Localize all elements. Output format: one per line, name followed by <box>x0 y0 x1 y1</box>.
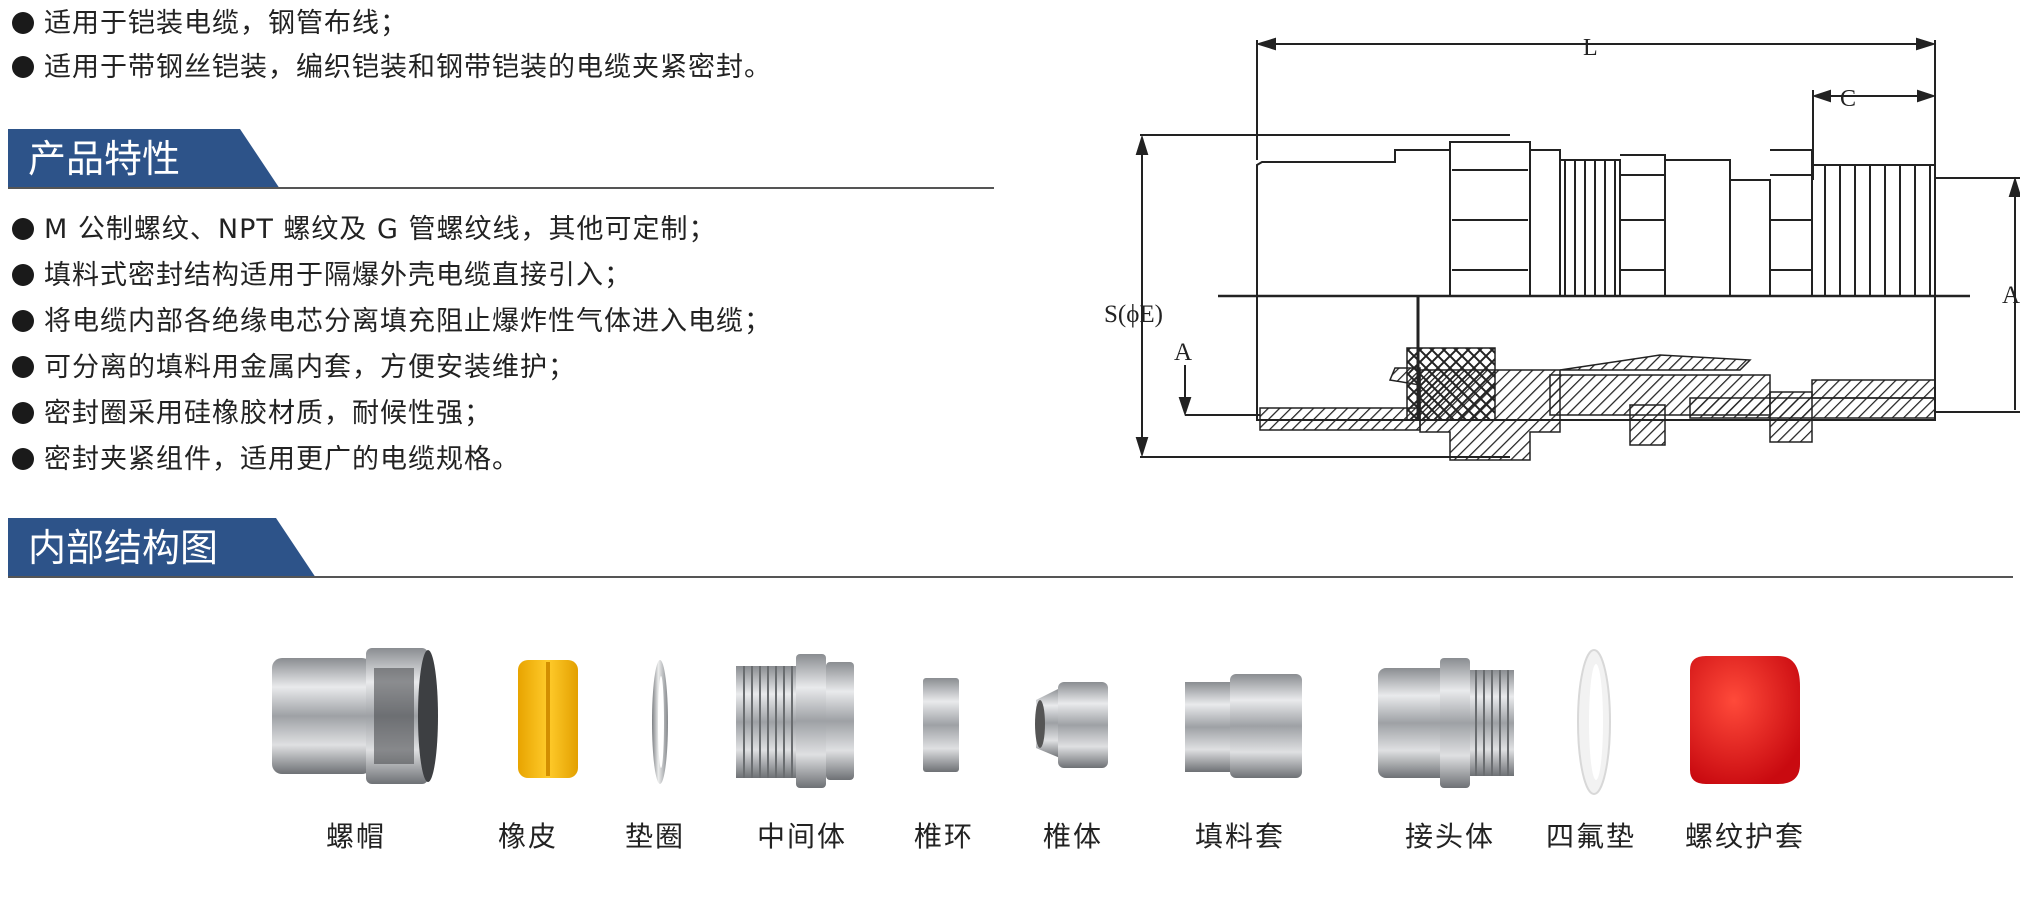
divider <box>8 187 994 189</box>
part-label: 四氟垫 <box>1546 820 1637 853</box>
section-title: 内部结构图 <box>28 526 219 570</box>
part-label: 接头体 <box>1405 820 1496 853</box>
part-label: 中间体 <box>757 820 848 853</box>
feature-text: 填料式密封结构适用于隔爆外壳电缆直接引入； <box>44 260 632 291</box>
feature-text: 将电缆内部各绝缘电芯分离填充阻止爆炸性气体进入电缆； <box>44 306 772 337</box>
ptfe-gasket-icon <box>1577 649 1611 795</box>
bullet-dot-icon <box>12 12 34 34</box>
bullet-dot-icon <box>12 264 34 286</box>
filler-sleeve-icon <box>1185 674 1302 778</box>
bullet-dot-icon <box>12 448 34 470</box>
cable-gland-drawing: L C S(ϕE) A A <box>1104 35 2020 461</box>
feature-bullet: 密封夹紧组件，适用更广的电缆规格。 <box>12 442 520 478</box>
part-label: 螺纹护套 <box>1685 820 1806 853</box>
bullet-dot-icon <box>12 402 34 424</box>
bullet-dot-icon <box>12 218 34 240</box>
bullet-dot-icon <box>12 56 34 78</box>
intro-bullet-text: 适用于铠装电缆，钢管布线； <box>44 8 408 39</box>
rubber-seal-icon <box>518 660 578 778</box>
dim-A-label: A <box>1174 339 1192 366</box>
intro-bullet: 适用于带钢丝铠装，编织铠装和钢带铠装的电缆夹紧密封。 <box>12 50 772 86</box>
connector-body-icon <box>1378 658 1514 788</box>
part-label: 螺帽 <box>326 820 387 853</box>
dim-C-label: C <box>1840 86 1856 112</box>
intro-bullet-text: 适用于带钢丝铠装，编织铠装和钢带铠装的电缆夹紧密封。 <box>44 52 772 83</box>
part-label: 椎环 <box>914 820 975 853</box>
feature-bullet: 将电缆内部各绝缘电芯分离填充阻止爆炸性气体进入电缆； <box>12 304 772 340</box>
feature-bullet: 填料式密封结构适用于隔爆外壳电缆直接引入； <box>12 258 632 294</box>
divider <box>8 576 2013 578</box>
feature-text: M 公制螺纹、NPT 螺纹及 G 管螺纹线，其他可定制； <box>44 214 717 245</box>
feature-text: 可分离的填料用金属内套，方便安装维护； <box>44 352 576 383</box>
feature-text: 密封圈采用硅橡胶材质，耐候性强； <box>44 398 492 429</box>
bullet-dot-icon <box>12 356 34 378</box>
feature-bullet: M 公制螺纹、NPT 螺纹及 G 管螺纹线，其他可定制； <box>12 212 717 248</box>
feature-text: 密封夹紧组件，适用更广的电缆规格。 <box>44 444 520 475</box>
parts-photos <box>272 648 1800 795</box>
cone-body-icon <box>1035 682 1108 768</box>
dim-S-label: S(ϕE) <box>1104 301 1163 328</box>
section-tab-shape <box>8 129 280 189</box>
cone-ring-icon <box>923 678 959 772</box>
dim-L-label: L <box>1583 35 1598 61</box>
section-tab-shape <box>8 518 316 578</box>
intro-bullet: 适用于铠装电缆，钢管布线； <box>12 6 408 42</box>
part-label: 橡皮 <box>498 820 559 853</box>
part-label: 填料套 <box>1195 820 1286 853</box>
feature-bullet: 密封圈采用硅橡胶材质，耐候性强； <box>12 396 492 432</box>
middle-body-icon <box>736 654 854 788</box>
part-label: 垫圈 <box>625 820 686 853</box>
bullet-dot-icon <box>12 310 34 332</box>
feature-bullet: 可分离的填料用金属内套，方便安装维护； <box>12 350 576 386</box>
washer-icon <box>652 660 668 784</box>
thread-cap-icon <box>1690 656 1800 784</box>
dim-A-right-label: A <box>2002 282 2020 309</box>
part-label: 椎体 <box>1043 820 1104 853</box>
hex-nut-icon <box>272 648 438 784</box>
section-title: 产品特性 <box>28 137 181 181</box>
